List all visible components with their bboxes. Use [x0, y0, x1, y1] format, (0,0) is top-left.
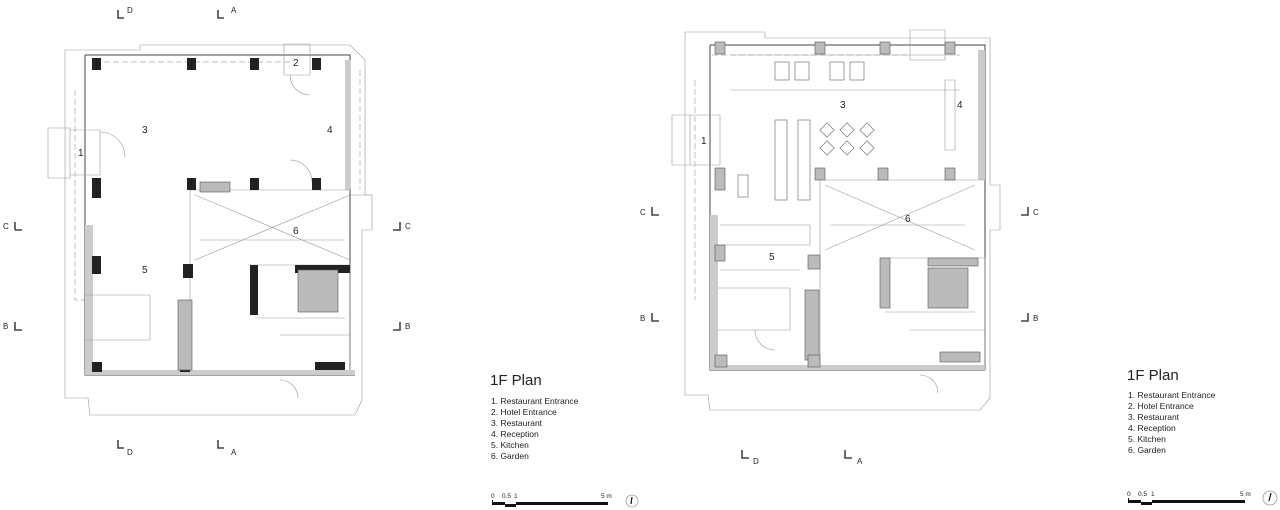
room-labels: 1 3 4 5 6	[701, 100, 963, 263]
room-6-label: 6	[293, 226, 299, 237]
room-4-label: 4	[957, 100, 963, 111]
legend-item: 3. Restaurant	[1128, 412, 1180, 422]
north-arrow-icon	[1262, 490, 1278, 506]
room-6-label: 6	[905, 214, 911, 225]
scale-bar: 0 0.5 1 5 m	[1127, 490, 1278, 506]
room-5-label: 5	[769, 252, 775, 263]
section-c-left: C	[3, 222, 9, 231]
section-c-left: C	[640, 208, 646, 217]
scale-tick: 0	[1127, 491, 1131, 498]
room-1-label: 1	[701, 136, 707, 147]
room-1-label: 1	[78, 148, 84, 159]
plan-right: 1 3 4 5 6 D A C C B B 1F Plan 1. Restaur…	[640, 29, 1278, 506]
scale-tick: 5 m	[1240, 491, 1251, 498]
legend: 1F Plan 1. Restaurant Entrance 2. Hotel …	[490, 372, 579, 461]
legend-item: 2. Hotel Entrance	[491, 407, 557, 417]
columns	[92, 58, 350, 372]
section-b-left: B	[3, 322, 8, 331]
section-b-right: B	[1033, 314, 1038, 323]
section-markers: D A C C B B	[640, 207, 1039, 466]
legend-item: 5. Kitchen	[491, 440, 529, 450]
section-d-bottom: D	[127, 448, 133, 457]
scale-bar: 0 0.5 1 5 m	[491, 493, 639, 508]
section-c-right: C	[405, 222, 411, 231]
room-3-label: 3	[142, 125, 148, 136]
plan-left: 1 2 3 4 5 6 D A D A C C B B 1F Plan 1. R…	[3, 6, 639, 508]
section-b-left: B	[640, 314, 645, 323]
section-b-right: B	[405, 322, 410, 331]
legend-item: 2. Hotel Entrance	[1128, 401, 1194, 411]
columns	[714, 41, 981, 368]
room-2-label: 2	[293, 58, 299, 69]
legend-item: 6. Garden	[1128, 445, 1166, 455]
legend-title: 1F Plan	[1127, 367, 1179, 384]
section-a-bottom: A	[857, 457, 863, 466]
section-markers: D A D A C C B B	[3, 6, 411, 457]
room-labels: 1 2 3 4 5 6	[78, 58, 333, 276]
legend-item: 6. Garden	[491, 451, 529, 461]
legend-item: 4. Reception	[491, 429, 539, 439]
section-c-right: C	[1033, 208, 1039, 217]
scale-tick: 1	[514, 493, 518, 500]
legend-item: 1. Restaurant Entrance	[1128, 390, 1216, 400]
room-3-label: 3	[840, 100, 846, 111]
legend: 1F Plan 1. Restaurant Entrance 2. Hotel …	[1127, 367, 1216, 455]
legend-item: 3. Restaurant	[491, 418, 543, 428]
section-a-bottom: A	[231, 448, 237, 457]
room-5-label: 5	[142, 265, 148, 276]
scale-tick: 0.5	[1138, 491, 1147, 498]
section-d-top: D	[127, 6, 133, 15]
section-d-bottom: D	[753, 457, 759, 466]
legend-item: 5. Kitchen	[1128, 434, 1166, 444]
scale-tick: 5 m	[601, 493, 612, 500]
room-4-label: 4	[327, 125, 333, 136]
scale-tick: 0	[491, 493, 495, 500]
legend-item: 4. Reception	[1128, 423, 1176, 433]
north-arrow-icon	[625, 494, 639, 508]
furniture	[737, 61, 875, 201]
legend-item: 1. Restaurant Entrance	[491, 396, 579, 406]
scale-tick: 1	[1151, 491, 1155, 498]
legend-title: 1F Plan	[490, 372, 542, 389]
scale-tick: 0.5	[502, 493, 511, 500]
section-a-top: A	[231, 6, 237, 15]
